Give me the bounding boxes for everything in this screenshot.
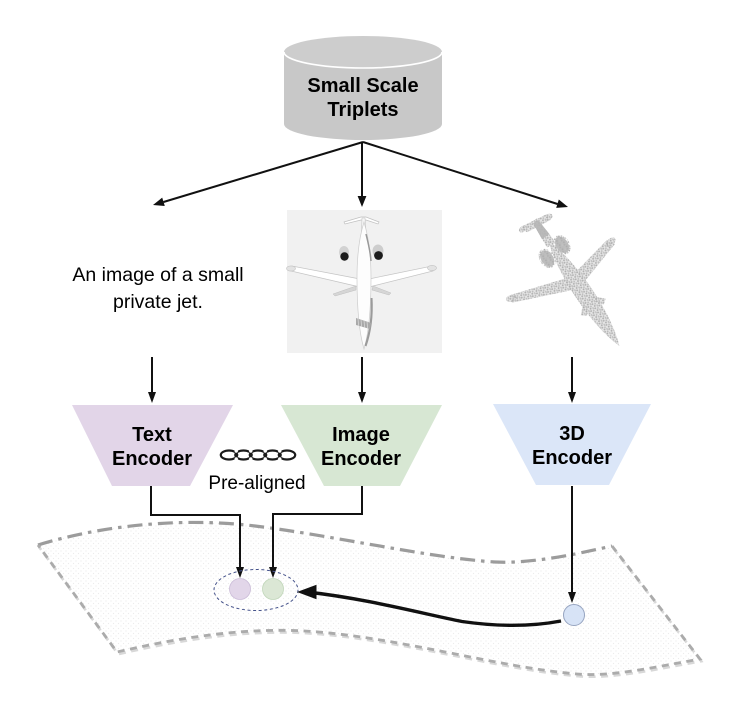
svg-text:Pre-aligned: Pre-aligned bbox=[208, 473, 305, 494]
svg-text:Encoder: Encoder bbox=[321, 448, 401, 470]
svg-text:Encoder: Encoder bbox=[112, 448, 192, 470]
svg-text:Small Scale: Small Scale bbox=[307, 75, 418, 97]
svg-text:Triplets: Triplets bbox=[327, 99, 398, 121]
svg-text:Text: Text bbox=[132, 424, 172, 446]
svg-text:3D: 3D bbox=[559, 423, 585, 445]
svg-text:Image: Image bbox=[332, 424, 390, 446]
svg-text:An image of a small: An image of a small bbox=[72, 264, 243, 286]
svg-text:private jet.: private jet. bbox=[113, 291, 203, 313]
svg-text:Encoder: Encoder bbox=[532, 447, 612, 469]
